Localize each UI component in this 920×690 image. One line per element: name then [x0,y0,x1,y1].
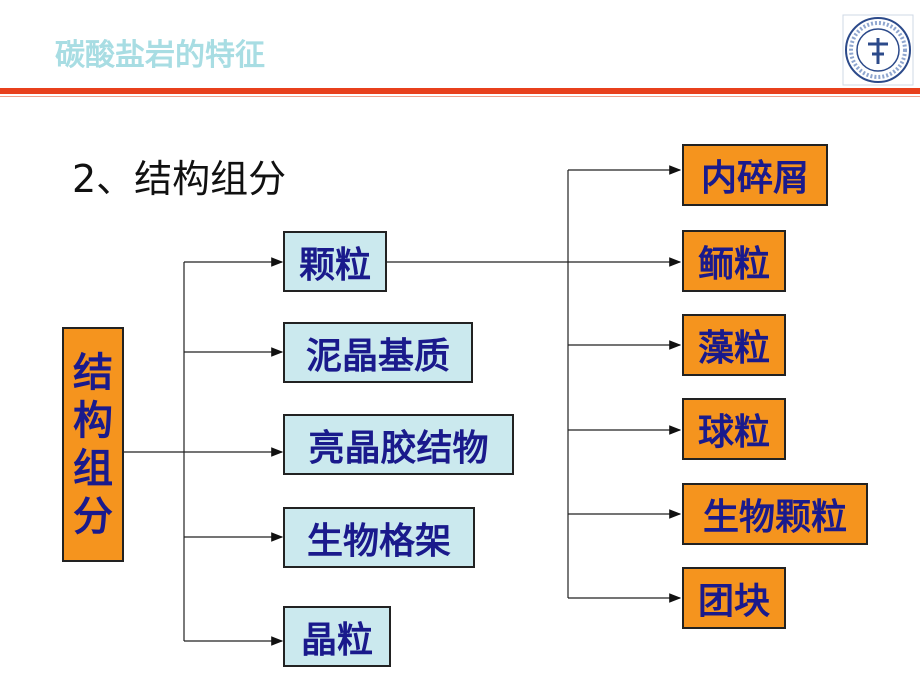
component-grains: 颗粒 [283,231,387,292]
root-char: 构 [73,397,113,444]
component-micrite-matrix: 泥晶基质 [283,322,473,383]
grain-algal: 藻粒 [682,314,786,376]
root-node-structural-components: 结 构 组 分 [62,327,124,562]
grain-intraclast: 内碎屑 [682,144,828,206]
grain-pellet: 球粒 [682,398,786,460]
root-char: 分 [73,493,113,540]
header-rule-thin [0,96,920,97]
root-char: 结 [73,349,113,396]
grain-bioclast: 生物颗粒 [682,483,868,545]
component-sparry-cement: 亮晶胶结物 [283,414,514,475]
grain-ooid: 鲕粒 [682,230,786,292]
header-rule [0,88,920,94]
section-title: 2、结构组分 [72,157,287,201]
university-seal-icon [842,14,914,86]
component-crystal-grains: 晶粒 [283,606,391,667]
component-bioframework: 生物格架 [283,507,475,568]
header-title: 碳酸盐岩的特征 [55,38,265,73]
grain-lump: 团块 [682,567,786,629]
root-char: 组 [73,445,113,492]
